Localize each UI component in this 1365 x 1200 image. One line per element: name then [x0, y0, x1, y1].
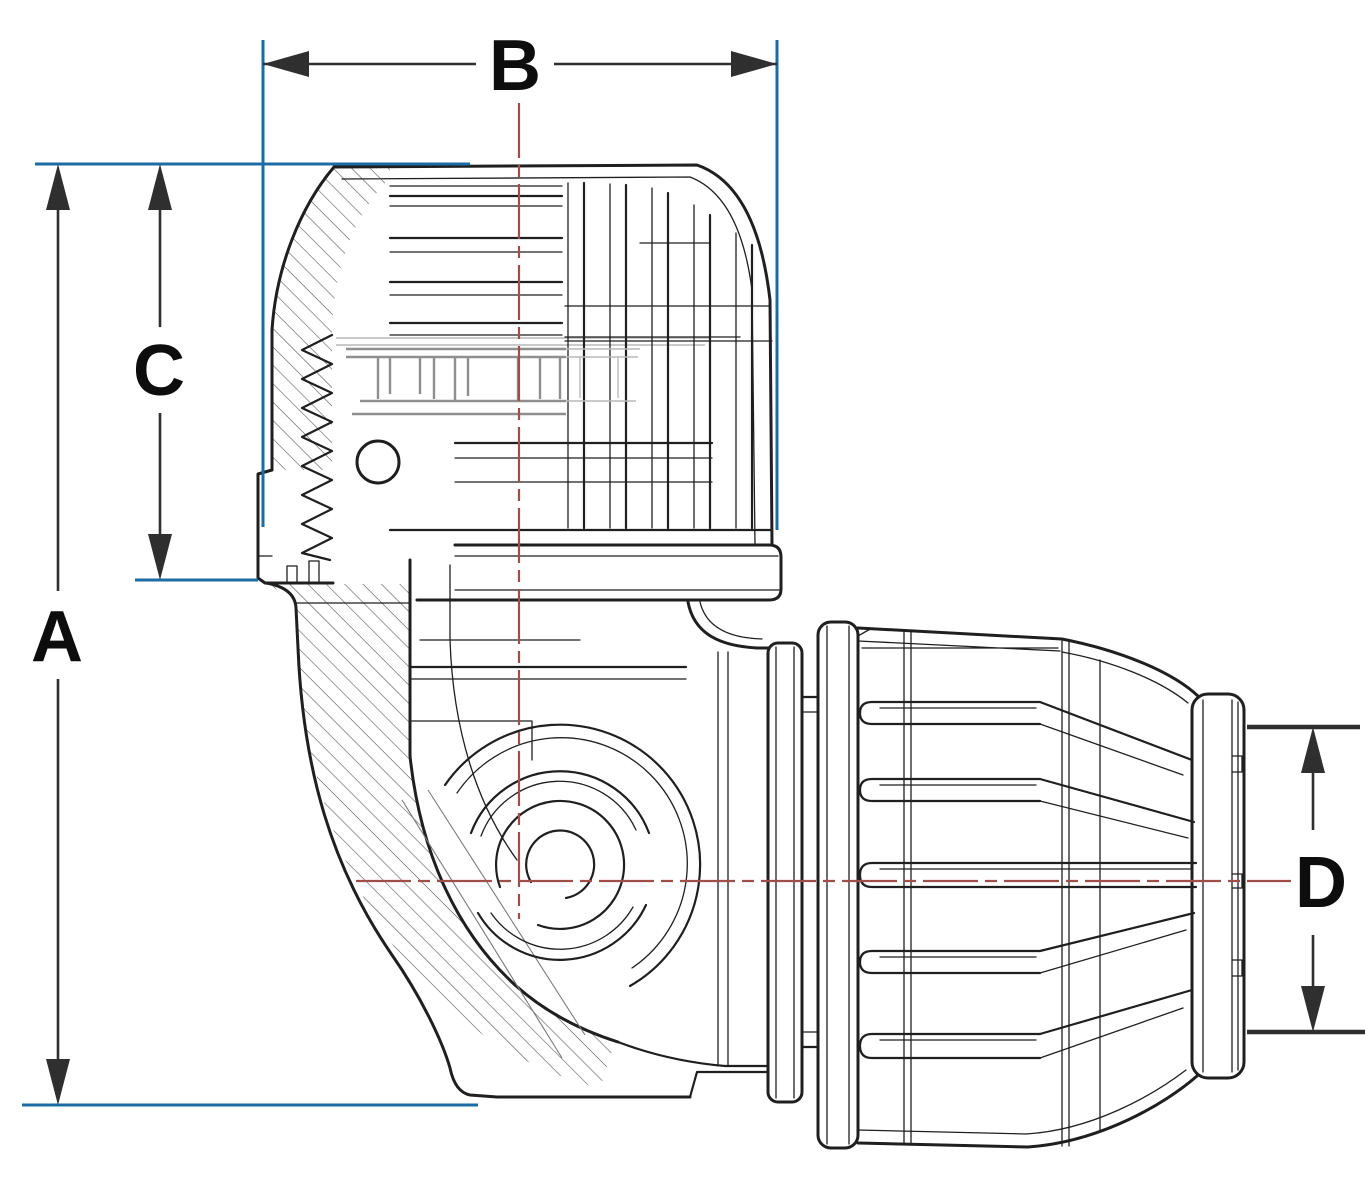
nut-section-hatch: [272, 167, 390, 470]
inlet-nut-ribs: [567, 182, 737, 529]
centerlines: [356, 103, 1291, 919]
dimension-a: A: [31, 164, 83, 1105]
dimension-label-c: C: [133, 331, 185, 411]
dimension-c: C: [133, 164, 185, 580]
outlet-neck: [800, 695, 820, 1049]
dimension-label-b: B: [489, 26, 541, 106]
arrow-up-icon: [148, 164, 172, 210]
arrow-up-icon: [46, 164, 70, 210]
extension-lines: [22, 40, 779, 1107]
arrow-right-icon: [731, 51, 777, 77]
dimension-d: D: [1247, 724, 1365, 1035]
grip-ring-teeth: [376, 357, 562, 401]
fitting-drawing: [256, 163, 1246, 1150]
arrow-down-icon: [1301, 986, 1325, 1032]
o-ring-seal: [355, 439, 401, 485]
body-section-hatch: [265, 584, 615, 1088]
arrow-down-icon: [148, 534, 172, 580]
outlet-nut-outline: [856, 626, 1201, 1149]
end-cap-notches: [1231, 755, 1243, 977]
arrow-up-icon: [1301, 727, 1325, 773]
socket-boss: [443, 651, 729, 1067]
thread-profile: [300, 333, 334, 562]
dimension-label-d: D: [1295, 843, 1347, 923]
outlet-flange: [766, 641, 820, 1104]
insert-fins: [388, 194, 564, 325]
dimension-label-a: A: [31, 597, 83, 677]
outlet-nut-back-ring: [816, 620, 860, 1150]
spigot-lines: [717, 651, 729, 1067]
outlet-nut: [816, 620, 1201, 1150]
outlet-nut-ribs: [858, 700, 1198, 1060]
inlet-nut-flange: [415, 543, 783, 602]
elbow-inner-curve: [408, 558, 620, 1044]
grip-ring: [346, 347, 640, 416]
inlet-nut-outline: [332, 163, 774, 547]
elbow-outer-curve: [264, 581, 692, 1099]
arrow-left-icon: [263, 51, 309, 77]
dimension-b: B: [263, 26, 777, 106]
outlet-end-cap: [1190, 692, 1246, 1080]
arrow-down-icon: [46, 1059, 70, 1105]
